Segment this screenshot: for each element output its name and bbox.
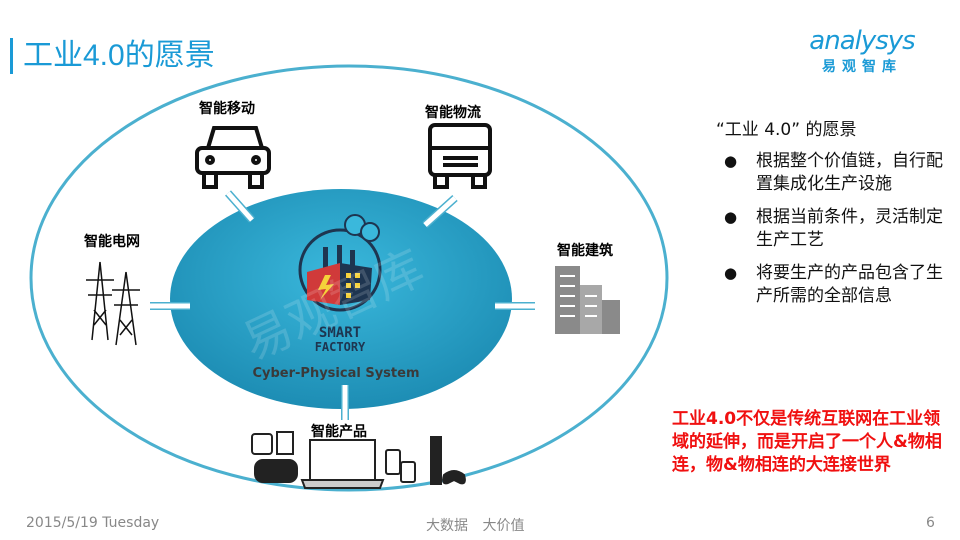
page-number: 6 [926, 515, 935, 531]
bullet-item: 根据整个价值链，自行配置集成化生产设施 [724, 150, 946, 196]
connector-arrows [150, 190, 535, 420]
devices-icon [251, 431, 466, 489]
vision-panel: “工业 4.0” 的愿景 根据整个价值链，自行配置集成化生产设施 根据当前条件，… [716, 115, 946, 318]
power-tower-icon [86, 261, 140, 346]
cps-label: Cyber-Physical System [252, 366, 419, 381]
smart-factory-logo: SMART FACTORY [298, 214, 382, 354]
bullet-item: 根据当前条件，灵活制定生产工艺 [724, 206, 946, 252]
page-title: 工业4.0的愿景 [10, 38, 215, 74]
panel-heading: “工业 4.0” 的愿景 [716, 120, 857, 140]
building-icon [555, 266, 620, 334]
truck-icon [428, 123, 492, 189]
label-smart-logistics: 智能物流 [425, 105, 481, 121]
analysys-logo: analysys 易观智库 [792, 26, 932, 76]
label-smart-grid: 智能电网 [84, 234, 140, 250]
footer-slogan: 大数据 大价值 [426, 518, 525, 534]
car-icon [195, 126, 271, 189]
label-smart-building: 智能建筑 [557, 243, 613, 259]
diagram: SMART FACTORY 易观智库 Cyber-Physical System [29, 64, 669, 492]
logo-cn: 易观智库 [822, 59, 902, 75]
footer-date: 2015/5/19 Tuesday [26, 515, 160, 531]
highlight-text: 工业4.0不仅是传统互联网在工业领域的延伸，而是开启了一个人&物相连，物&物相连… [672, 409, 942, 475]
outer-ellipse [29, 64, 669, 492]
logo-en: analysys [809, 26, 915, 56]
label-smart-products: 智能产品 [311, 424, 367, 440]
bullet-item: 将要生产的产品包含了生产所需的全部信息 [724, 262, 946, 308]
svg-text:FACTORY: FACTORY [315, 340, 366, 354]
label-smart-mobility: 智能移动 [199, 101, 255, 117]
svg-text:SMART: SMART [319, 325, 361, 341]
